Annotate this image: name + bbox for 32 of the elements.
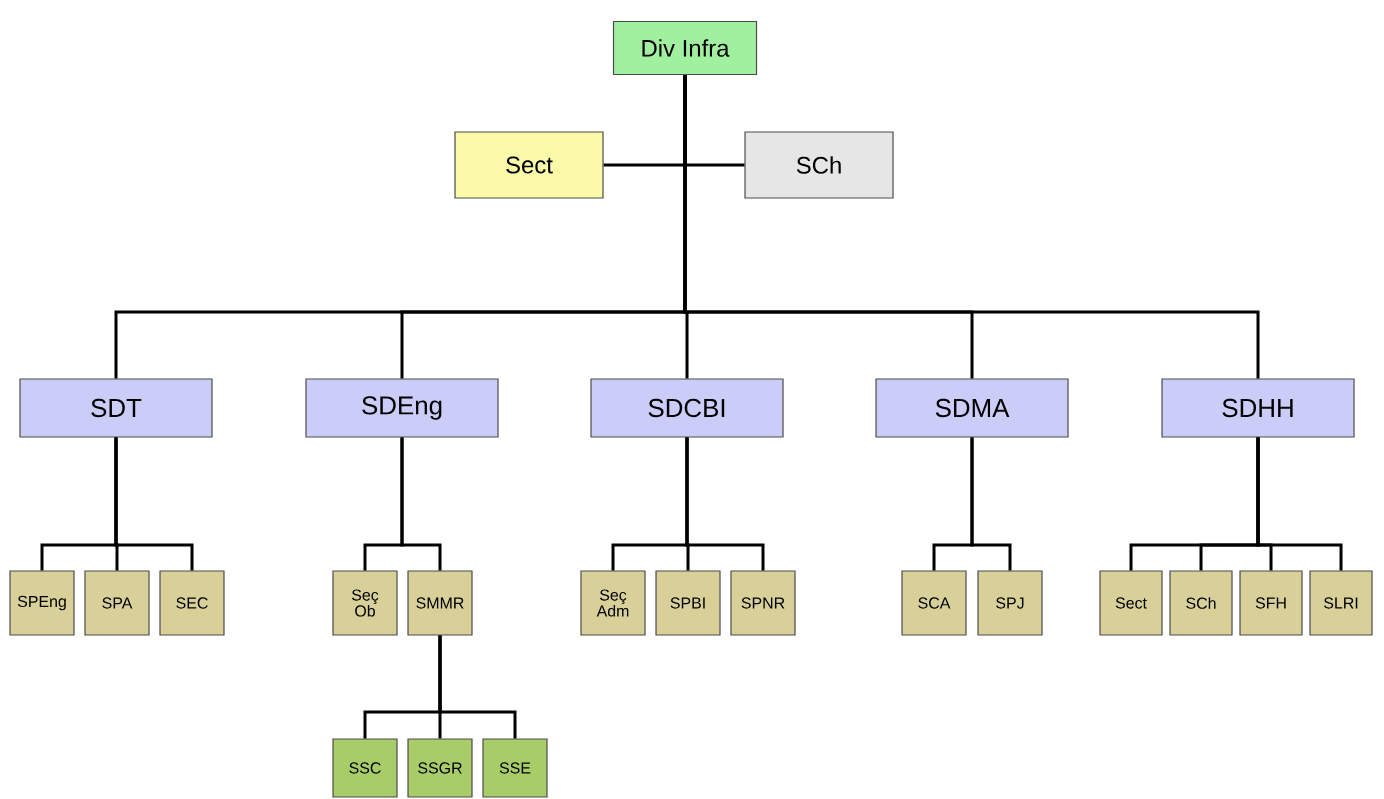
connector-line bbox=[438, 635, 517, 739]
subsection-box: SSE bbox=[482, 738, 548, 798]
section-box: SCh bbox=[1169, 570, 1233, 636]
department-box: SDHH bbox=[1161, 378, 1355, 438]
connector-line bbox=[970, 437, 1012, 571]
root-box: Div Infra bbox=[612, 20, 758, 76]
connector-line bbox=[685, 437, 765, 571]
department-box: SDCBI bbox=[590, 378, 784, 438]
section-box: SCA bbox=[901, 570, 967, 636]
section-box: SPJ bbox=[977, 570, 1043, 636]
connector-line bbox=[400, 437, 442, 571]
section-box: Sect bbox=[1099, 570, 1163, 636]
section-box: SPA bbox=[84, 570, 150, 636]
department-box: SDMA bbox=[875, 378, 1069, 438]
section-box: SPBI bbox=[655, 570, 721, 636]
subsection-box: SSGR bbox=[407, 738, 473, 798]
section-box: SEC bbox=[159, 570, 225, 636]
staff-box: Sect bbox=[454, 131, 604, 199]
section-box: Seç Ob bbox=[332, 570, 398, 636]
section-box: SLRI bbox=[1309, 570, 1373, 636]
section-box: Seç Adm bbox=[580, 570, 646, 636]
section-box: SPNR bbox=[730, 570, 796, 636]
section-box: SFH bbox=[1239, 570, 1303, 636]
section-box: SMMR bbox=[407, 570, 473, 636]
department-box: SDT bbox=[19, 378, 213, 438]
connector-line bbox=[1256, 437, 1343, 571]
connector-line bbox=[114, 437, 194, 571]
department-box: SDEng bbox=[305, 378, 499, 438]
staff-box: SCh bbox=[744, 131, 894, 199]
connector-line bbox=[683, 75, 1260, 379]
section-box: SPEng bbox=[9, 570, 75, 636]
subsection-box: SSC bbox=[332, 738, 398, 798]
